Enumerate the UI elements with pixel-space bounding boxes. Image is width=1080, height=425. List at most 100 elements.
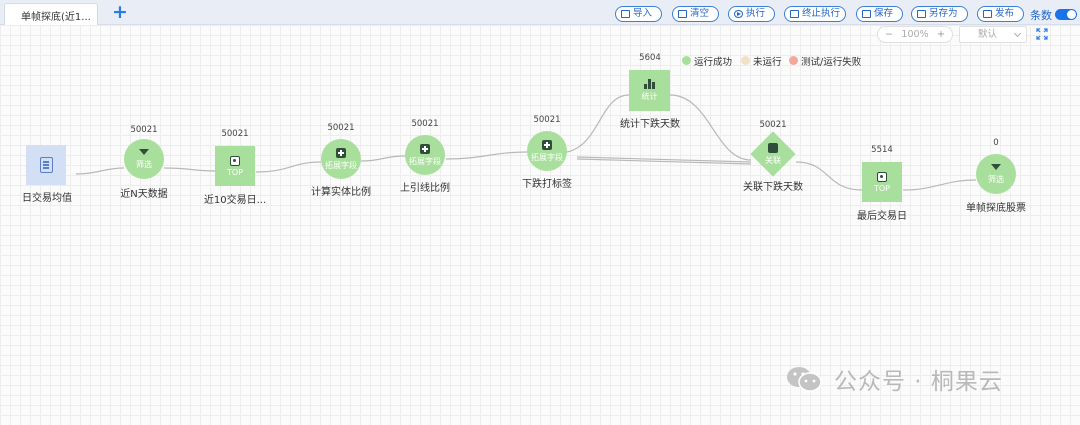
zoom-value: 100% xyxy=(901,29,929,40)
stop-icon xyxy=(790,10,799,18)
node-n4-shape: 拓展字段 xyxy=(321,139,361,179)
node-n2[interactable]: 50021 筛选 近N天数据 xyxy=(104,125,184,205)
join-icon xyxy=(768,142,778,153)
import-button[interactable]: 导入 xyxy=(615,6,662,22)
stop-execute-button-label: 终止执行 xyxy=(802,8,841,19)
layout-select[interactable]: 默认 xyxy=(959,26,1027,43)
legend-not-run: 未运行 xyxy=(741,54,782,68)
filter-icon xyxy=(139,148,149,155)
node-n3-label: 近10交易日... xyxy=(203,195,267,206)
execute-button[interactable]: 执行 xyxy=(728,6,775,22)
import-button-label: 导入 xyxy=(633,8,653,19)
node-n6-label: 下跌打标签 xyxy=(522,179,572,190)
plus-icon xyxy=(420,143,430,154)
filter-icon xyxy=(991,163,1001,170)
node-n6-type: 拓展字段 xyxy=(531,152,563,162)
node-n8-label: 关联下跌天数 xyxy=(743,182,803,193)
play-icon xyxy=(734,10,743,18)
edge-n8-n9 xyxy=(795,161,863,191)
failed-dot-icon xyxy=(789,56,798,65)
zoom-out-button[interactable]: − xyxy=(885,29,893,40)
publish-icon xyxy=(983,10,992,18)
node-n5-count: 50021 xyxy=(411,119,439,129)
save-button[interactable]: 保存 xyxy=(856,6,903,22)
image-icon xyxy=(877,171,887,182)
edge-n6-n8a xyxy=(576,156,752,163)
edge-n6-n7 xyxy=(566,94,630,153)
node-n2-type: 筛选 xyxy=(136,159,152,169)
node-n7-shape: 统计 xyxy=(629,70,670,111)
node-n9[interactable]: 5514 TOP 最后交易日 xyxy=(842,145,922,225)
node-n4[interactable]: 50021 拓展字段 计算实体比例 xyxy=(301,123,381,203)
wechat-icon xyxy=(787,367,822,392)
clear-button-label: 清空 xyxy=(690,8,710,19)
document-icon xyxy=(39,157,53,173)
workflow-canvas[interactable]: 运行成功 未运行 测试/运行失败 − 100% + 默认 xyxy=(0,25,1080,425)
not-run-dot-icon xyxy=(741,56,750,65)
node-n9-type: TOP xyxy=(873,183,890,193)
edge-n1-n2 xyxy=(75,167,125,175)
publish-button-label: 发布 xyxy=(995,8,1015,19)
trash-icon xyxy=(678,10,687,18)
node-n6-count: 50021 xyxy=(533,115,561,125)
node-n5[interactable]: 50021 拓展字段 上引线比例 xyxy=(385,119,465,199)
save-as-button-label: 另存为 xyxy=(929,8,958,19)
node-n5-type: 拓展字段 xyxy=(409,156,441,166)
edge-n9-n10 xyxy=(902,179,977,191)
save-button-label: 保存 xyxy=(874,8,894,19)
node-n8[interactable]: 50021 关联 关联下跌天数 xyxy=(733,118,813,198)
tab-bar: 单帧探底(近1... + 导入 清空 执行 终止执行 保存 另存为 发布 xyxy=(0,0,1080,25)
node-n1-shape xyxy=(26,145,66,185)
success-dot-icon xyxy=(682,56,691,65)
node-n7-type: 统计 xyxy=(641,92,658,101)
edge-n4-n5 xyxy=(360,155,406,162)
node-n8-content: 关联 xyxy=(753,134,793,174)
save-as-button[interactable]: 另存为 xyxy=(911,6,968,22)
legend-failed: 测试/运行失败 xyxy=(789,54,861,68)
plus-icon xyxy=(542,139,552,150)
stop-execute-button[interactable]: 终止执行 xyxy=(784,6,846,22)
node-n10-count: 0 xyxy=(993,138,999,148)
node-n6[interactable]: 50021 拓展字段 下跌打标签 xyxy=(507,115,587,195)
node-n5-label: 上引线比例 xyxy=(400,183,450,194)
edge-n3-n4 xyxy=(255,161,322,173)
node-n1[interactable]: 日交易均值 xyxy=(22,145,85,205)
node-n8-type: 关联 xyxy=(765,155,781,165)
count-toggle[interactable] xyxy=(1055,9,1077,20)
save-icon xyxy=(862,10,871,18)
node-n9-count: 5514 xyxy=(871,145,893,155)
node-n9-label: 最后交易日 xyxy=(857,211,907,222)
node-n10-label: 单帧探底股票 xyxy=(966,203,1026,214)
clear-button[interactable]: 清空 xyxy=(672,6,719,22)
legend-not-run-label: 未运行 xyxy=(753,57,782,68)
node-n4-label: 计算实体比例 xyxy=(311,187,371,198)
publish-button[interactable]: 发布 xyxy=(977,6,1024,22)
legend-failed-label: 测试/运行失败 xyxy=(801,57,862,68)
node-n7[interactable]: 5604 统计 统计下跌天数 xyxy=(610,53,690,133)
plus-icon[interactable]: + xyxy=(112,1,128,23)
fullscreen-icon[interactable] xyxy=(1036,28,1048,40)
edge-n7-n8 xyxy=(669,94,752,161)
node-n2-shape: 筛选 xyxy=(124,139,164,179)
node-n10[interactable]: 0 筛选 单帧探底股票 xyxy=(956,138,1036,218)
node-n2-count: 50021 xyxy=(130,125,158,135)
node-n3-count: 50021 xyxy=(221,129,249,139)
zoom-in-button[interactable]: + xyxy=(937,29,945,40)
import-icon xyxy=(621,10,630,18)
tab-workflow[interactable]: 单帧探底(近1... xyxy=(4,3,98,25)
node-n3[interactable]: 50021 TOP 近10交易日... xyxy=(195,129,275,209)
node-n5-shape: 拓展字段 xyxy=(405,135,445,175)
node-n4-count: 50021 xyxy=(327,123,355,133)
node-n4-type: 拓展字段 xyxy=(325,160,357,170)
image-icon xyxy=(230,155,240,166)
watermark-text: 公众号 · 桐果云 xyxy=(834,369,1003,395)
node-n9-shape: TOP xyxy=(862,162,902,202)
node-n3-shape: TOP xyxy=(215,146,255,186)
zoom-control: − 100% + xyxy=(877,26,953,43)
edge-n2-n3 xyxy=(163,167,216,172)
node-n10-type: 筛选 xyxy=(988,174,1004,184)
layout-select-value: 默认 xyxy=(978,29,998,40)
legend-success-label: 运行成功 xyxy=(694,57,733,68)
edge-n6-n8b xyxy=(576,158,752,165)
legend-success: 运行成功 xyxy=(682,54,732,68)
